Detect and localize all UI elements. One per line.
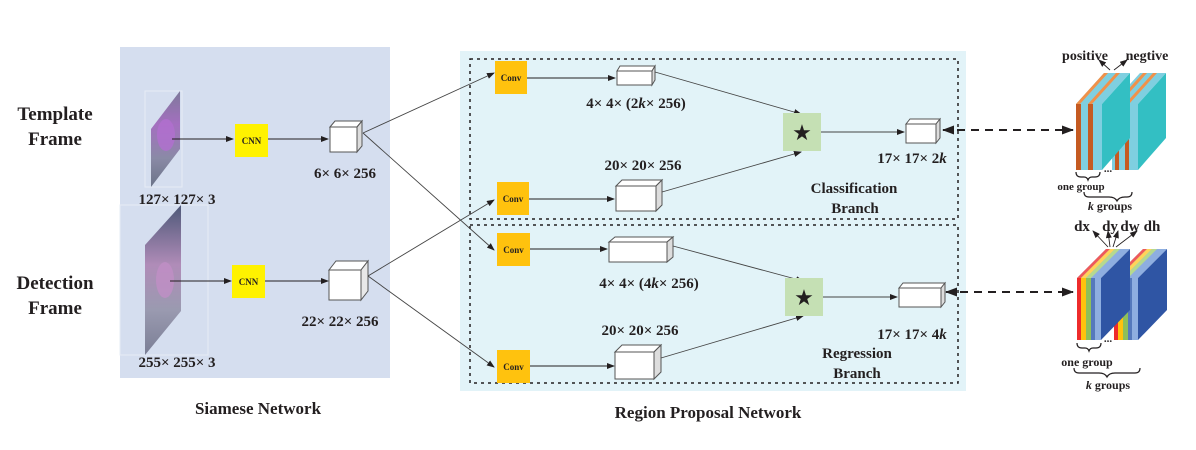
- detection-cnn-box: [232, 265, 265, 298]
- reg-output-size: 17× 17× 4k: [877, 327, 947, 343]
- rpn-title: Region Proposal Network: [615, 403, 802, 422]
- reg-search-conv-label: Conv: [503, 362, 524, 372]
- cls-kernel-conv-label: Conv: [501, 73, 522, 83]
- regression-branch-frame: [469, 224, 959, 384]
- cls-ellipsis: ...: [1104, 163, 1113, 175]
- cls-correlation-star-icon: ★: [792, 120, 812, 145]
- reg-correlation-box: [785, 278, 823, 316]
- cls-one-group-brace: [1075, 171, 1101, 182]
- cls-output-cube: [904, 117, 942, 145]
- negative-label: negtive: [1126, 49, 1169, 64]
- cls-correlation-box: [783, 113, 821, 151]
- dw-label: dw: [1120, 219, 1139, 235]
- cls-kernel-cube: [616, 64, 656, 87]
- cls-output-size: 17× 17× 2k: [877, 151, 947, 167]
- template-cnn-label: CNN: [242, 136, 262, 146]
- cls-search-conv-label: Conv: [503, 194, 524, 204]
- cls-search-conv-box: [497, 182, 529, 215]
- template-frame-label: Template: [17, 104, 92, 125]
- reg-kernel-conv-label: Conv: [503, 245, 524, 255]
- cls-search-cube: [614, 178, 664, 213]
- reg-one-group-brace: [1076, 342, 1102, 353]
- detection-frame-label-2: Frame: [28, 298, 82, 319]
- detection-feature-size: 22× 22× 256: [301, 314, 379, 330]
- reg-correlation-star-icon: ★: [794, 285, 814, 310]
- reg-output-volume: [1077, 249, 1167, 340]
- template-input-size: 127× 127× 3: [138, 192, 215, 208]
- regression-branch-label-2: Branch: [833, 366, 881, 382]
- template-feature-cube: [328, 119, 364, 154]
- reg-k-groups-brace: [1073, 367, 1141, 379]
- classification-branch-frame: [469, 58, 959, 220]
- detection-feature-cube: [327, 259, 370, 302]
- reg-kernel-cube: [607, 235, 675, 264]
- template-cnn-box: [235, 124, 268, 157]
- detection-frame-label: Detection: [16, 273, 93, 294]
- reg-kernel-conv-box: [497, 233, 530, 266]
- template-feature-size: 6× 6× 256: [314, 166, 377, 182]
- classification-branch-label-2: Branch: [831, 201, 879, 217]
- positive-label: positive: [1062, 49, 1108, 64]
- dx-label: dx: [1074, 219, 1090, 235]
- detection-input-size: 255× 255× 3: [138, 355, 215, 371]
- reg-k-groups-label: k groups: [1086, 378, 1130, 392]
- cls-k-groups-label: k groups: [1088, 199, 1132, 213]
- cls-search-size: 20× 20× 256: [604, 158, 682, 174]
- reg-search-size: 20× 20× 256: [601, 323, 679, 339]
- cls-output-volume: [1076, 73, 1166, 170]
- template-frame-label-2: Frame: [28, 129, 82, 150]
- siamese-network-title: Siamese Network: [195, 399, 322, 418]
- detection-cnn-label: CNN: [239, 277, 259, 287]
- classification-branch-label: Classification: [811, 181, 898, 197]
- reg-ellipsis: ...: [1104, 333, 1113, 345]
- reg-kernel-size: 4× 4× (4k× 256): [599, 276, 698, 292]
- cls-k-groups-brace: [1083, 191, 1133, 203]
- reg-search-conv-box: [497, 350, 530, 383]
- rpn-panel: [460, 51, 966, 391]
- cls-one-group-label: one group: [1057, 181, 1104, 193]
- regression-branch-label: Regression: [822, 346, 892, 362]
- dy-label: dy: [1102, 219, 1118, 235]
- reg-search-cube: [613, 343, 663, 381]
- reg-one-group-label: one group: [1061, 355, 1113, 369]
- dh-label: dh: [1144, 219, 1161, 235]
- reg-output-cube: [897, 281, 947, 309]
- cls-kernel-conv-box: [495, 61, 527, 94]
- cls-kernel-size: 4× 4× (2k× 256): [586, 96, 685, 112]
